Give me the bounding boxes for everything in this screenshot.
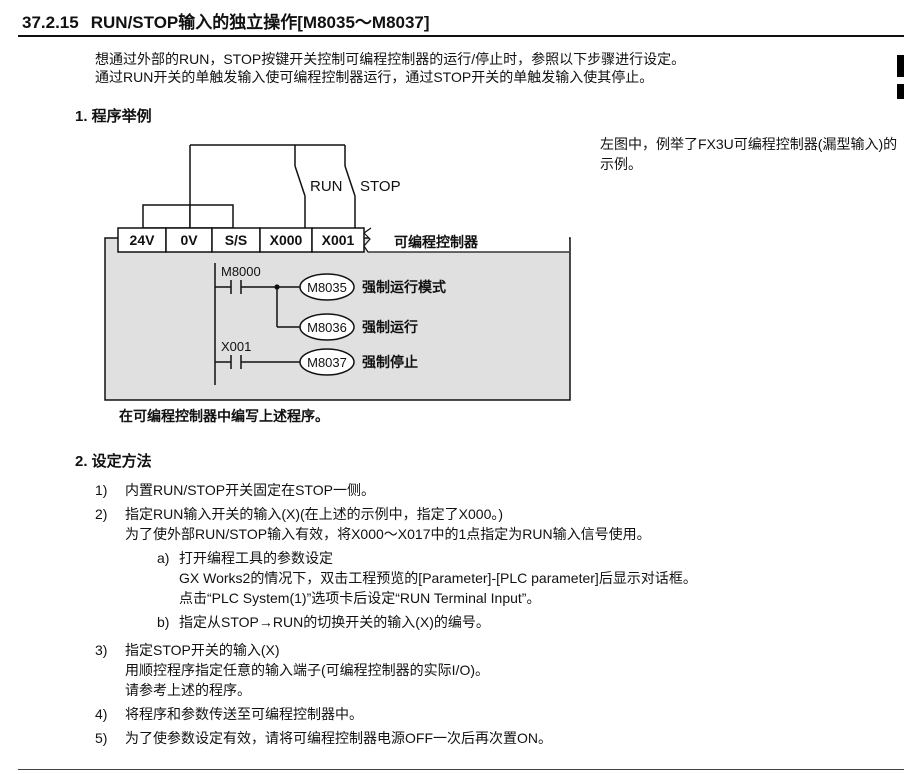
page-edge-tab [897,84,904,99]
terminal-labels: 24V 0V S/S X000 X001 [130,232,355,248]
item-number: 5) [95,730,108,746]
ladder-wires [214,263,355,385]
side-note: 左图中，例举了FX3U可编程控制器(漏型输入)的示例。 [600,136,898,172]
item-line: 点击“PLC System(1)”选项卡后设定“RUN Terminal Inp… [179,590,541,606]
torn-edge-line [363,227,569,253]
desc-m8036: 强制运行 [362,319,418,335]
rung2-branch [276,287,300,328]
list-item-1: 1) 内置RUN/STOP开关固定在STOP一侧。 [95,480,887,500]
item-line: 指定从STOP→RUN的切换开关的输入(X)的编号。 [179,614,490,630]
coil-m8035 [299,273,355,301]
terminal-ss: S/S [225,232,248,248]
coil-label-m8035: M8035 [307,280,347,295]
stop-switch-label: STOP [360,178,401,195]
item-line: GX Works2的情况下，双击工程预览的[Parameter]-[PLC pa… [179,570,697,586]
heading-program-example: 1. 程序举例 [75,108,152,125]
item-line: 用顺控程序指定任意的输入端子(可编程控制器的实际I/O)。 [125,662,489,678]
contact-label-m8000: M8000 [221,264,261,279]
rung3-contact-x001 [215,355,300,369]
list-item-2: 2) 指定RUN输入开关的输入(X)(在上述的示例中，指定了X000。) 为了使… [95,504,887,636]
terminal-x000: X000 [270,232,303,248]
item-number: 4) [95,706,108,722]
torn-edge-band [364,228,569,252]
item-line: 请参考上述的程序。 [125,682,251,698]
intro-paragraph: 想通过外部的RUN，STOP按键开关控制可编程控制器的运行/停止时，参照以下步骤… [95,50,685,86]
contact-label-x001: X001 [221,339,251,354]
item-number: b) [157,614,170,630]
branch-node-dot [274,284,280,290]
setting-steps-list: 1) 内置RUN/STOP开关固定在STOP一侧。 2) 指定RUN输入开关的输… [95,480,887,748]
plc-label: 可编程控制器 [394,234,479,250]
item-number: 3) [95,642,108,658]
rung1-contact-m8000 [215,280,300,294]
page-edge-tab [897,55,904,77]
list-item-5: 5) 为了使参数设定有效，请将可编程控制器电源OFF一次后再次置ON。 [95,728,887,748]
list-item-4: 4) 将程序和参数传送至可编程控制器中。 [95,704,887,724]
coil-label-m8036: M8036 [307,320,347,335]
item-line: 为了使外部RUN/STOP输入有效，将X000～X017中的1点指定为RUN输入… [125,526,651,542]
intro-line-2: 通过RUN开关的单触发输入使可编程控制器运行，通过STOP开关的单触发输入使其停… [95,69,654,85]
desc-m8035: 强制运行模式 [362,279,446,295]
item-number: a) [157,550,170,566]
item-line: 指定RUN输入开关的输入(X)(在上述的示例中，指定了X000。) [125,506,504,522]
section-number: 37.2.15 [22,13,79,32]
terminal-0v: 0V [180,232,198,248]
coil-m8036 [299,313,355,341]
item-line: 打开编程工具的参数设定 [179,550,333,566]
item-line: 为了使参数设定有效，请将可编程控制器电源OFF一次后再次置ON。 [125,730,552,746]
terminal-x001: X001 [322,232,355,248]
terminal-strip [117,227,365,253]
list-item-3: 3) 指定STOP开关的输入(X) 用顺控程序指定任意的输入端子(可编程控制器的… [95,640,887,700]
sub-item-b: b) 指定从STOP→RUN的切换开关的输入(X)的编号。 [157,612,887,632]
wiring-and-ladder-diagram: RUN STOP 可编程控制器 24V 0V S/S X000 X001 M80… [104,144,571,401]
page-bottom-rule [18,769,904,770]
section-title-text: RUN/STOP输入的独立操作[M8035～M8037] [90,13,430,32]
item-number: 1) [95,482,108,498]
coil-m8037 [299,348,355,376]
heading-setting-method: 2. 设定方法 [75,453,152,470]
item-line: 将程序和参数传送至可编程控制器中。 [125,706,363,722]
sub-list: a) 打开编程工具的参数设定 GX Works2的情况下，双击工程预览的[Par… [157,548,887,632]
coil-label-m8037: M8037 [307,355,347,370]
title-rule [18,35,904,37]
external-wiring [189,144,356,228]
setting-method-section: 2. 设定方法 1) 内置RUN/STOP开关固定在STOP一侧。 2) 指定R… [75,450,887,752]
item-line: 指定STOP开关的输入(X) [125,642,280,658]
junction-boxes [142,204,234,229]
run-switch-blade [294,165,306,228]
page-title: 37.2.15 RUN/STOP输入的独立操作[M8035～M8037] [22,8,430,33]
diagram-caption: 在可编程控制器中编写上述程序。 [119,408,329,424]
intro-line-1: 想通过外部的RUN，STOP按键开关控制可编程控制器的运行/停止时，参照以下步骤… [95,51,686,67]
desc-m8037: 强制停止 [362,354,418,370]
sub-item-a: a) 打开编程工具的参数设定 GX Works2的情况下，双击工程预览的[Par… [157,548,887,608]
ladder-text: M8000 X001 M8035 M8036 M8037 [221,264,347,370]
ladder-descriptions: 强制运行模式 强制运行 强制停止 [362,279,446,370]
run-switch-label: RUN [310,178,343,195]
stop-switch-blade [344,165,356,228]
item-line: 内置RUN/STOP开关固定在STOP一侧。 [125,482,375,498]
terminal-24v: 24V [130,232,156,248]
item-number: 2) [95,506,108,522]
